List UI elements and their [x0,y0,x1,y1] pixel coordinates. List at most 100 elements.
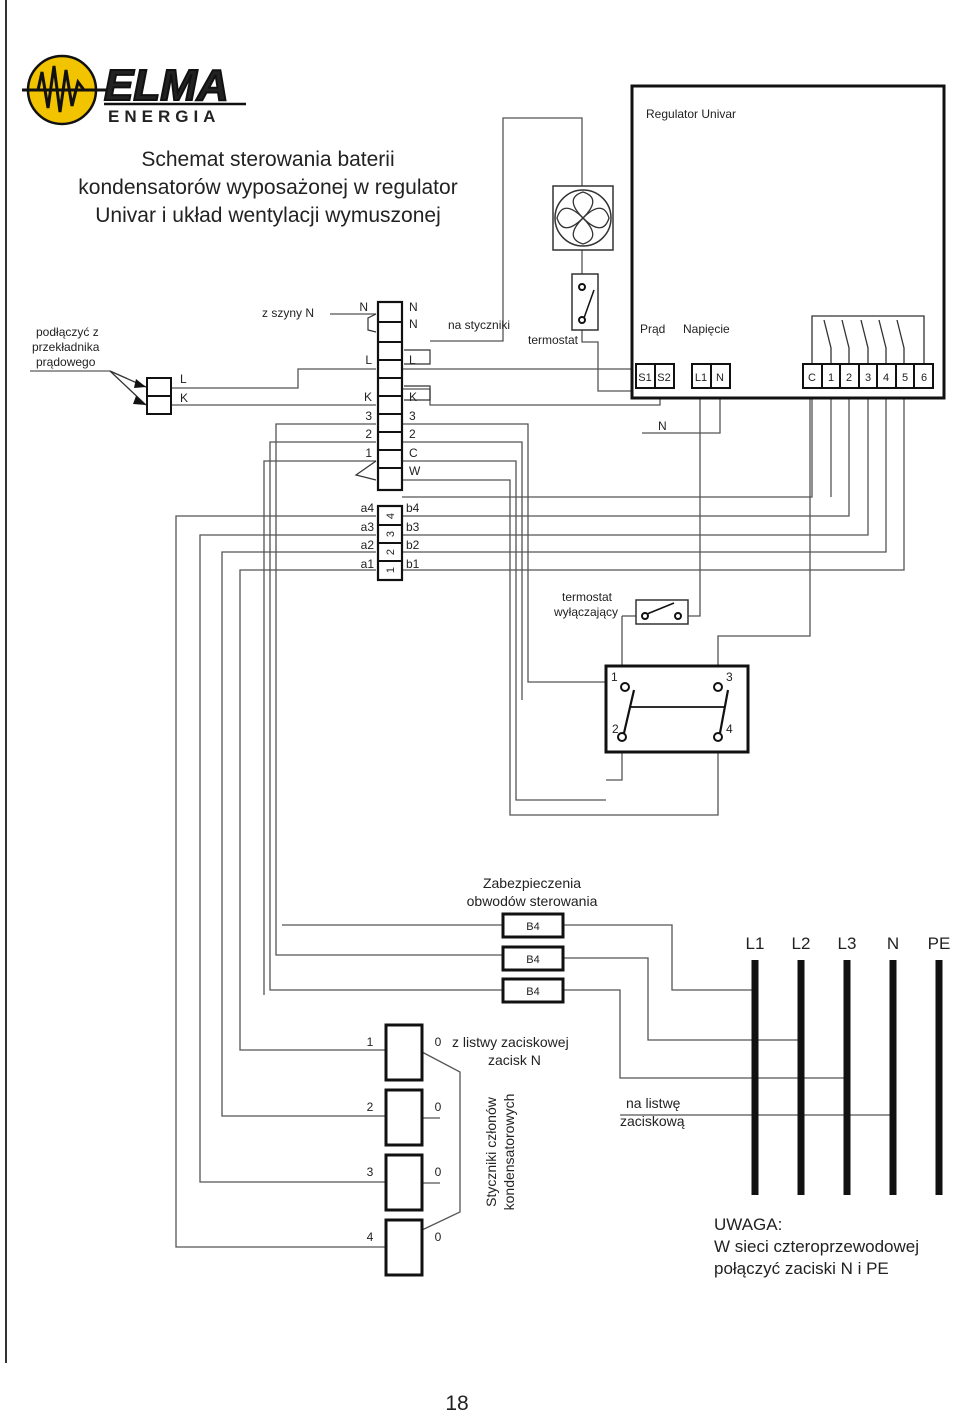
warning-note: UWAGA: W sieci czteroprzewodowej połączy… [714,1215,919,1278]
a3-label: a3 [361,520,375,534]
b3-label: b3 [406,520,420,534]
na-styczniki-label: na styczniki [448,318,510,332]
voltage-terminals: L1 N [691,363,731,389]
wire-l-label: L [180,372,187,386]
bus-l2-label: L2 [792,934,811,953]
strip-left-2: 2 [365,427,372,441]
strip-left-3: 3 [365,409,372,423]
terminal-out-5: 5 [902,372,908,384]
contactors-vertical-2: kondensatorowych [501,1094,517,1211]
termostat-switch [571,273,599,331]
ct-label-line-1: podłączyć z [36,325,99,339]
strip-left-1: 1 [365,446,372,460]
bus-l1-label: L1 [746,934,765,953]
na-listwe-line-1: na listwę [626,1095,681,1111]
contactor-zero-1: 0 [435,1035,442,1049]
strip-right-c: C [409,446,418,460]
contactor-zero-4: 0 [435,1230,442,1244]
page-number: 18 [445,1392,468,1413]
terminal-l1: L1 [695,372,707,384]
strip-left-l: L [365,353,372,367]
b2-label: b2 [406,538,420,552]
ct-terminal [146,377,172,415]
terminal-strip: N L K 3 2 1 N N L K 3 2 C W [354,300,431,492]
strip-right-2: 2 [409,427,416,441]
logo-top-text: ELMA [104,61,229,110]
terminal-out-3: 3 [865,372,871,384]
strip-right-k: K [409,390,417,404]
power-buses: L1 L2 L3 N PE [746,934,951,1195]
fuse-2: B4 [526,954,539,966]
prad-label: Prąd [640,322,665,336]
termostat-wyl-line-1: termostat [562,590,613,604]
pin-1: 1 [611,670,618,684]
pin-2: 2 [612,722,619,736]
bus-pe-label: PE [928,934,951,953]
strip-right-n2: N [409,317,418,331]
terminal-out-4: 4 [883,372,889,384]
relay-contacts [811,315,925,365]
contactors: 1 2 3 4 0 0 0 0 z listwy zaciskowej zaci… [367,1023,569,1277]
note-title: UWAGA: [714,1215,782,1234]
fuse-1: B4 [526,921,539,933]
fuses: B4 B4 B4 [501,912,565,1004]
note-line-2: połączyć zaciski N i PE [714,1259,889,1278]
contactor-zero-3: 0 [435,1165,442,1179]
title-line-2: kondensatorów wyposażonej w regulator [78,176,457,199]
n-wire-label: N [658,419,667,433]
double-switch: 1 3 2 4 [604,664,750,754]
a1-label: a1 [361,557,375,571]
regulator-univar: Regulator Univar Prąd Napięcie S1 S2 L1 … [630,84,946,400]
fan-icon [552,185,614,251]
current-terminals: S1 S2 [635,363,675,389]
ct-label: podłączyć z przekładnika prądowego [30,325,147,406]
strip-right-3: 3 [409,409,416,423]
strip-right-l: L [409,353,416,367]
elma-logo: ELMA ENERGIA [22,54,246,126]
terminal-n: N [716,372,724,384]
z-listwy-line-2: zacisk N [488,1052,541,1068]
fuse-3: B4 [526,986,539,998]
z-szyny-n-label: z szyny N [262,306,314,320]
contactors-vertical-1: Styczniki członów [483,1096,499,1207]
wires [172,117,905,1248]
termostat-wylaczajacy-switch [635,599,689,625]
note-line-1: W sieci czteroprzewodowej [714,1237,919,1256]
output-strip: 4 3 2 1 a4 a3 a2 a1 b4 b3 b2 b1 [361,501,420,582]
contactor-num-1: 1 [367,1035,374,1049]
ct-label-line-2: przekładnika [32,340,100,354]
pin-4: 4 [726,722,733,736]
bus-n-label: N [887,934,899,953]
output-terminals: C 1 2 3 4 5 6 [802,363,934,389]
terminal-out-2: 2 [846,372,852,384]
terminal-s1: S1 [638,372,651,384]
terminal-out-1: 1 [828,372,834,384]
napiecie-label: Napięcie [683,322,730,336]
ct-label-line-3: prądowego [36,355,96,369]
title-line-3: Univar i układ wentylacji wymuszonej [95,204,440,227]
strip-right-n1: N [409,300,418,314]
terminal-out-6: 6 [921,372,927,384]
protection-title-2: obwodów sterowania [467,893,598,909]
cell-1: 1 [385,567,397,573]
terminal-s2: S2 [657,372,670,384]
wire-k-label: K [180,391,188,405]
logo-bottom-text: ENERGIA [108,107,220,126]
strip-right-w: W [409,464,421,478]
pin-3: 3 [726,670,733,684]
strip-left-n: N [359,300,368,314]
title-line-1: Schemat sterowania baterii [141,148,394,171]
protection-title-1: Zabezpieczenia [483,875,581,891]
contactor-num-4: 4 [367,1230,374,1244]
b4-label: b4 [406,501,420,515]
cell-4: 4 [385,513,397,519]
cell-3: 3 [385,531,397,537]
a4-label: a4 [361,501,375,515]
b1-label: b1 [406,557,420,571]
z-listwy-line-1: z listwy zaciskowej [452,1034,569,1050]
bus-l3-label: L3 [838,934,857,953]
na-listwe-line-2: zaciskową [620,1113,685,1129]
terminal-c: C [808,372,816,384]
termostat-wyl-line-2: wyłączający [553,605,618,619]
